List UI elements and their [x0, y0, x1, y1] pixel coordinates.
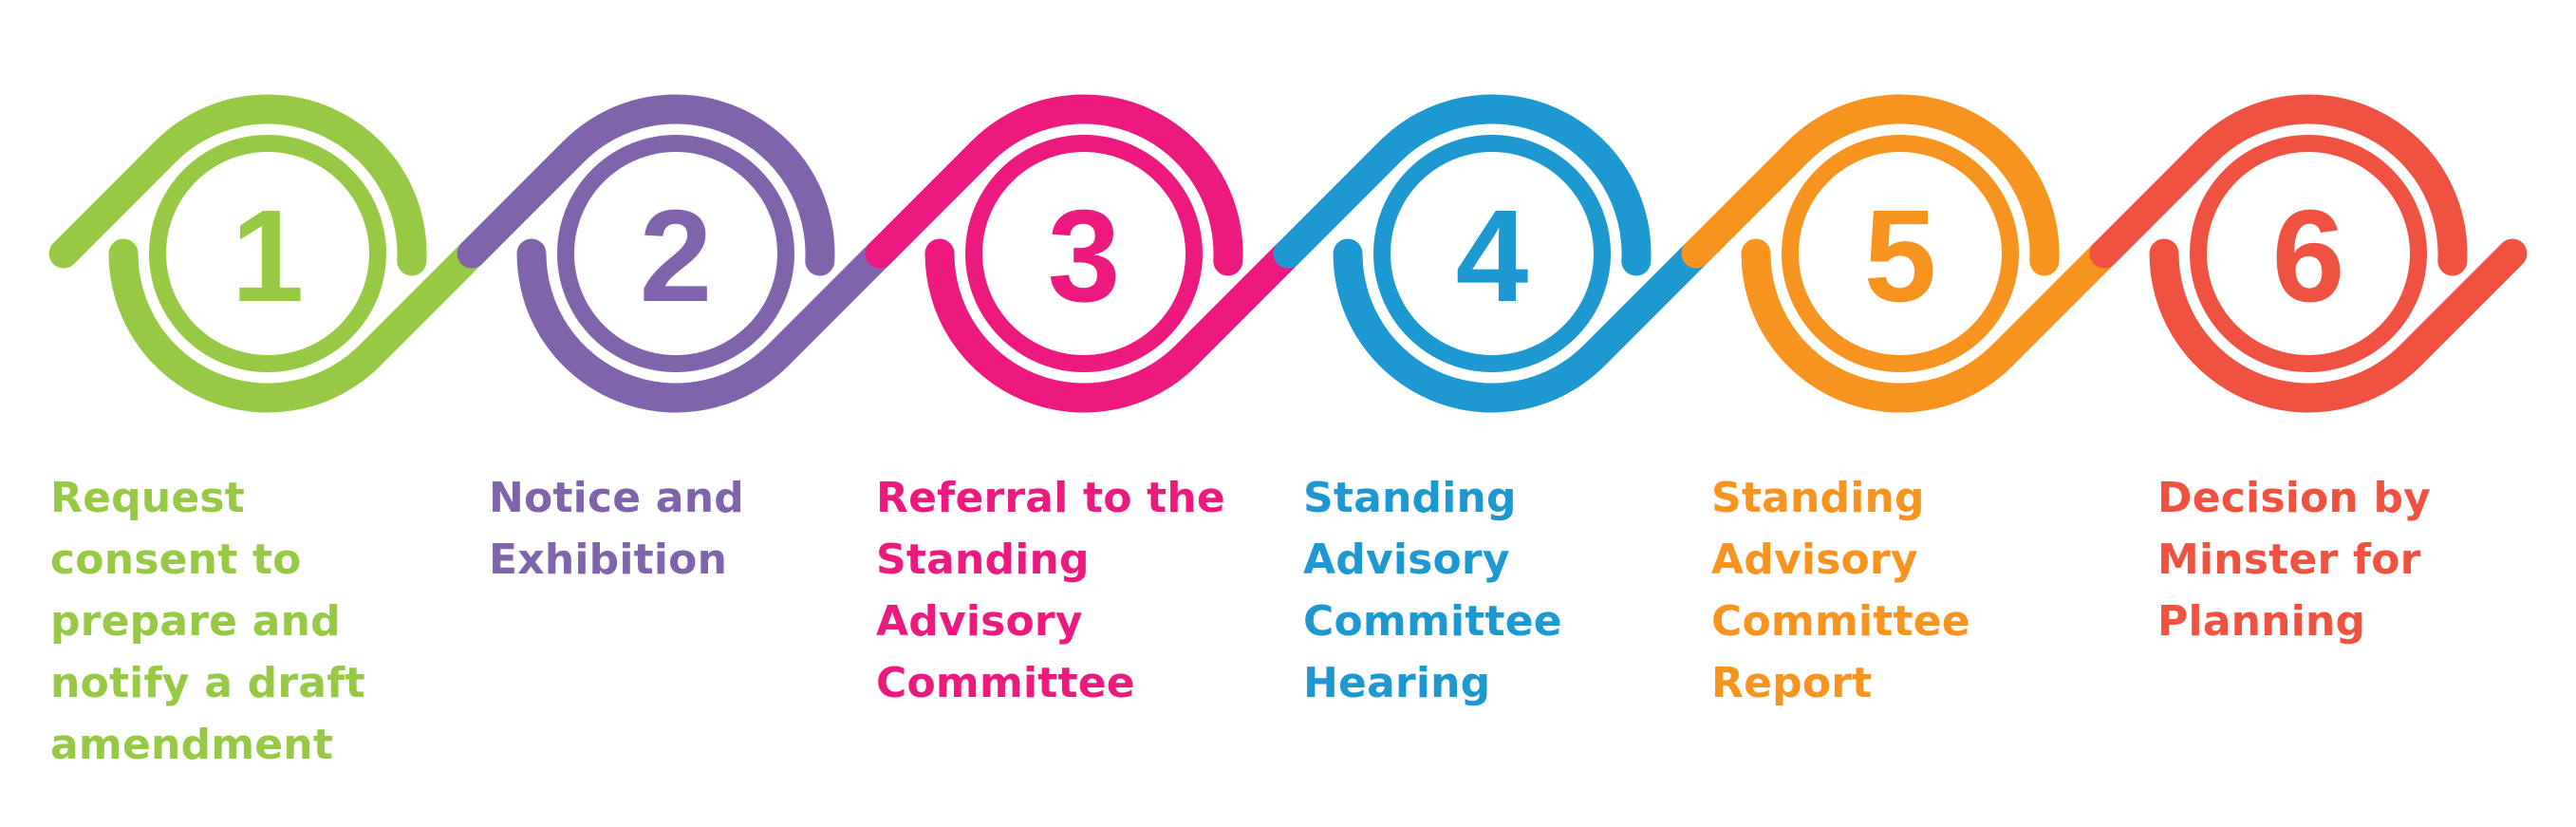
step-number: 4 — [1456, 183, 1529, 329]
lower-swoop-line — [108, 238, 487, 413]
lower-swoop-line — [516, 238, 895, 413]
step-ring — [1782, 135, 2019, 372]
label-line: Committee — [876, 659, 1135, 707]
step-2-node: 2 — [457, 94, 895, 413]
label-line: prepare and — [50, 597, 341, 646]
upper-swoop-line — [48, 94, 427, 276]
upper-swoop-line — [865, 94, 1243, 276]
lower-swoop-line — [1741, 238, 2119, 413]
label-line: Exhibition — [489, 536, 728, 584]
upper-swoop-line — [2089, 94, 2468, 276]
step-1-node: 1 — [48, 94, 487, 413]
lower-swoop-line — [924, 238, 1303, 413]
step-3-node: 3 — [865, 94, 1303, 413]
label-line: Notice and — [489, 474, 744, 522]
label-line: Standing — [1711, 474, 1925, 522]
step-4-node: 4 — [1273, 94, 1711, 413]
label-line: amendment — [50, 721, 334, 769]
step-6-node: 6 — [2089, 94, 2528, 413]
label-line: notify a draft — [50, 659, 365, 707]
step-ring — [965, 135, 1203, 372]
label-line: Advisory — [876, 597, 1083, 646]
step-number: 2 — [640, 183, 713, 329]
step-ring — [2190, 135, 2427, 372]
step-number: 3 — [1048, 183, 1121, 329]
label-line: Standing — [876, 536, 1090, 584]
lower-swoop-line — [1333, 238, 1711, 413]
step-5-node: 5 — [1681, 94, 2119, 413]
label-line: Decision by — [2157, 474, 2432, 522]
step-number: 5 — [1864, 183, 1937, 329]
label-line: Request — [50, 474, 246, 522]
label-line: consent to — [50, 536, 302, 584]
label-line: Referral to the — [876, 474, 1225, 522]
step-ring — [1373, 135, 1611, 372]
step-number: 6 — [2272, 183, 2345, 329]
label-line: Standing — [1303, 474, 1517, 522]
label-line: Committee — [1303, 597, 1562, 646]
upper-swoop-line — [1273, 94, 1652, 276]
step-1-label: Request consent to prepare and notify a dra… — [50, 467, 365, 776]
upper-swoop-line — [457, 94, 835, 276]
label-line: Hearing — [1303, 659, 1491, 707]
lower-swoop-line — [2149, 238, 2528, 413]
label-line: Minster for — [2157, 536, 2421, 584]
step-ring — [557, 135, 794, 372]
label-line: Advisory — [1303, 536, 1510, 584]
step-number: 1 — [232, 183, 305, 329]
label-line: Advisory — [1711, 536, 1918, 584]
label-line: Planning — [2157, 597, 2366, 646]
step-ring — [149, 135, 386, 372]
label-line: Committee — [1711, 597, 1970, 646]
label-line: Report — [1711, 659, 1873, 707]
upper-swoop-line — [1681, 94, 2060, 276]
